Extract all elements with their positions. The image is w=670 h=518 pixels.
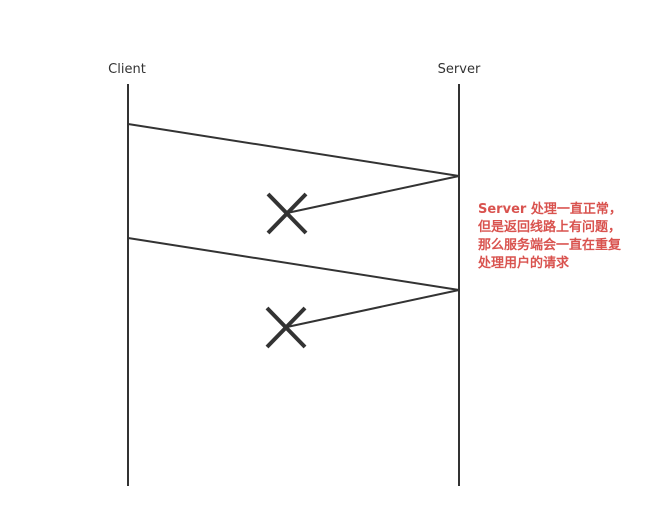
note-line-4: 处理用户的请求 [478, 256, 570, 271]
note-line-2: 但是返回线路上有问题， [478, 220, 622, 235]
client-label: Client [108, 62, 146, 77]
server-label: Server [438, 62, 481, 77]
x-cross-icon [266, 192, 308, 235]
response-arrow-1 [286, 175, 460, 214]
request-arrow-1 [127, 123, 460, 177]
request-arrow-2 [127, 237, 460, 291]
annotation-note: Server 处理一直正常， 但是返回线路上有问题， 那么服务端会一直在重复 处… [478, 201, 658, 273]
x-cross-icon [265, 306, 307, 349]
response-arrow-2 [286, 289, 460, 328]
note-line-1: Server 处理一直正常， [478, 202, 622, 217]
note-line-3: 那么服务端会一直在重复 [478, 238, 622, 253]
